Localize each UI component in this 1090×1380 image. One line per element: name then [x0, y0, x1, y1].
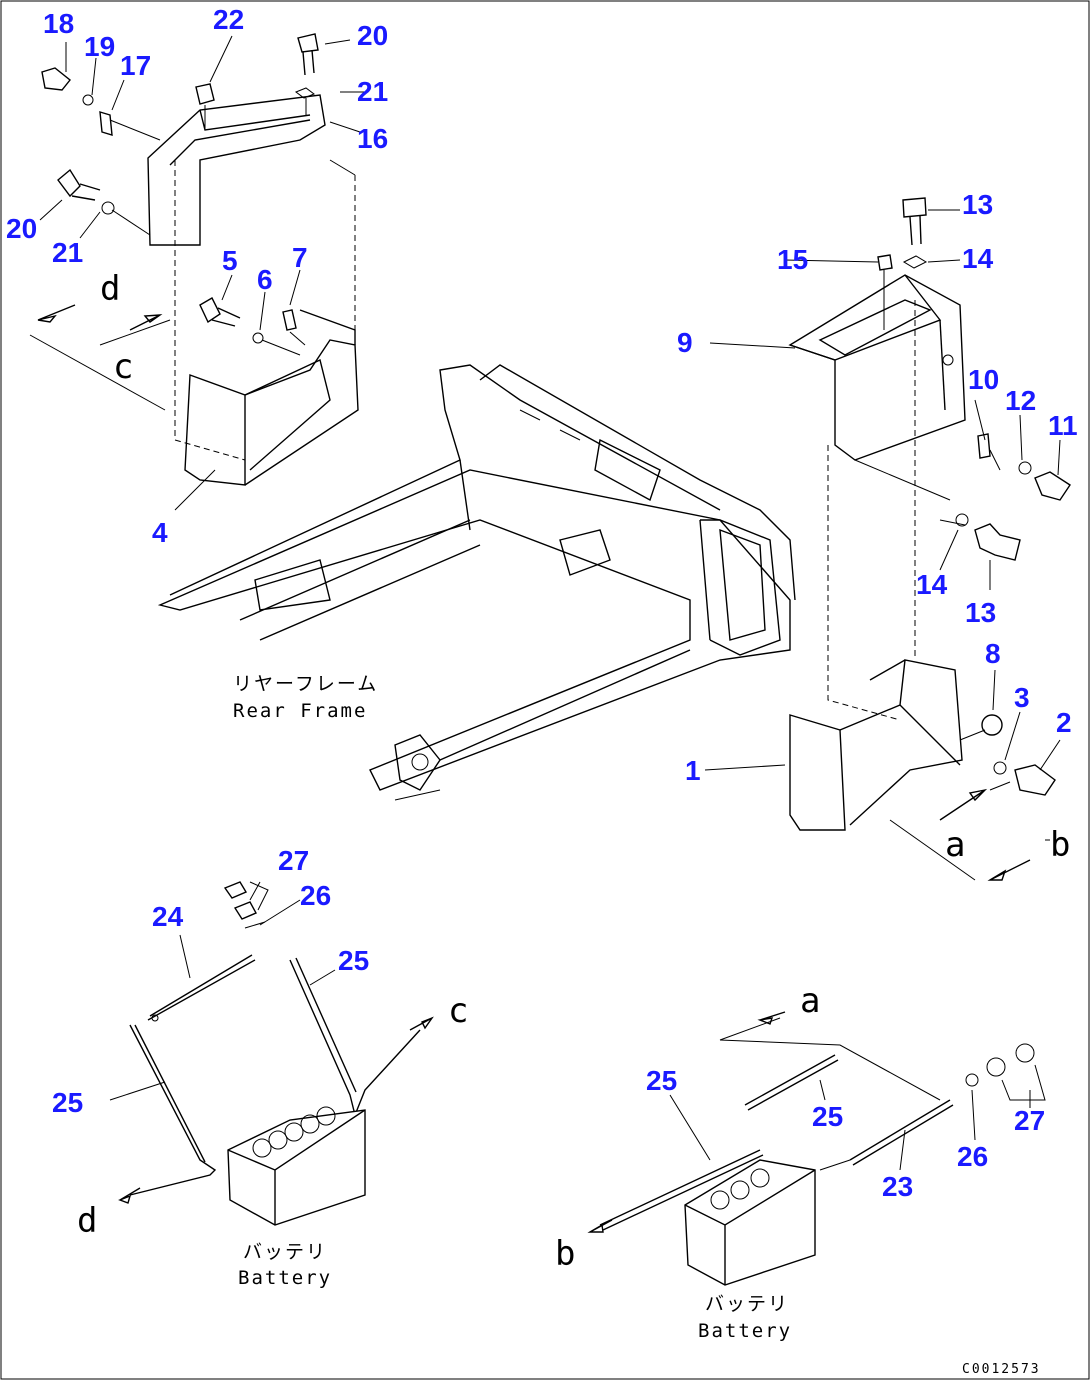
callout-24: 24 [152, 901, 184, 932]
callout-14-mid: 14 [916, 569, 948, 600]
callout-17: 17 [120, 50, 151, 81]
callout-26-right: 26 [957, 1141, 988, 1172]
callout-13-top: 13 [962, 189, 993, 220]
rear-frame-caption-en: Rear Frame [233, 700, 367, 722]
right-battery-group [587, 1011, 1046, 1286]
view-letter-c-top: c [113, 347, 133, 387]
callout-16: 16 [357, 123, 388, 154]
callout-21-left: 21 [52, 237, 83, 268]
callout-18: 18 [43, 8, 74, 39]
callout-2: 2 [1056, 707, 1072, 738]
leader-lines [39, 35, 1061, 1171]
callout-21-top: 21 [357, 76, 388, 107]
callout-14-top: 14 [962, 243, 994, 274]
callout-8: 8 [985, 638, 1001, 669]
view-arrows-top [29, 304, 1050, 881]
callout-1: 1 [685, 755, 701, 786]
callout-25-upper: 25 [338, 945, 369, 976]
callout-25-left: 25 [52, 1087, 83, 1118]
right-bracket-fasteners [877, 197, 1071, 796]
callout-7: 7 [292, 242, 308, 273]
callout-22: 22 [213, 4, 244, 35]
view-letter-d-top: d [100, 269, 120, 309]
callout-9: 9 [677, 327, 693, 358]
callout-3: 3 [1014, 682, 1030, 713]
callout-19: 19 [84, 31, 115, 62]
captions: リヤーフレーム Rear Frame バッテリ Battery バッテリ Bat… [233, 673, 1041, 1377]
battery-right-caption-jp: バッテリ [705, 1293, 789, 1315]
callout-13-mid: 13 [965, 597, 996, 628]
callout-27-right: 27 [1014, 1105, 1045, 1136]
callout-12: 12 [1005, 385, 1036, 416]
drawing-code: C0012573 [962, 1362, 1041, 1377]
callout-5: 5 [222, 245, 238, 276]
callout-numbers: 18 19 17 22 20 21 16 20 21 5 6 7 4 13 15… [6, 4, 1078, 1202]
callout-25-right-lower: 25 [812, 1101, 843, 1132]
left-bracket-fasteners [41, 33, 319, 356]
battery-left-caption-jp: バッテリ [243, 1241, 327, 1263]
rear-frame-caption-jp: リヤーフレーム [233, 673, 378, 695]
right-battery-bracket [788, 274, 966, 831]
callout-15: 15 [777, 244, 808, 275]
battery-left-caption-en: Battery [238, 1267, 332, 1289]
callout-4: 4 [152, 517, 168, 548]
callout-25-right: 25 [646, 1065, 677, 1096]
view-letter-a-bottom: a [800, 981, 820, 1021]
callout-27-left: 27 [278, 845, 309, 876]
callout-20-left: 20 [6, 213, 37, 244]
rear-frame [157, 364, 796, 801]
callout-23: 23 [882, 1171, 913, 1202]
view-letter-b-bottom: b [555, 1234, 575, 1274]
view-letter-a-top: a [945, 825, 965, 865]
callout-6: 6 [257, 264, 273, 295]
left-battery-bracket [147, 94, 359, 486]
view-letter-c-bottom: c [448, 991, 468, 1031]
callout-10: 10 [968, 364, 999, 395]
callout-20-top: 20 [357, 20, 388, 51]
callout-11: 11 [1048, 410, 1078, 441]
view-letter-d-bottom: d [77, 1201, 97, 1241]
callout-26-left: 26 [300, 880, 331, 911]
view-letter-b-top: b [1050, 825, 1070, 865]
view-letters: d c a b c d a b [77, 269, 1070, 1274]
battery-right-caption-en: Battery [698, 1320, 792, 1342]
left-battery-group [118, 881, 434, 1226]
